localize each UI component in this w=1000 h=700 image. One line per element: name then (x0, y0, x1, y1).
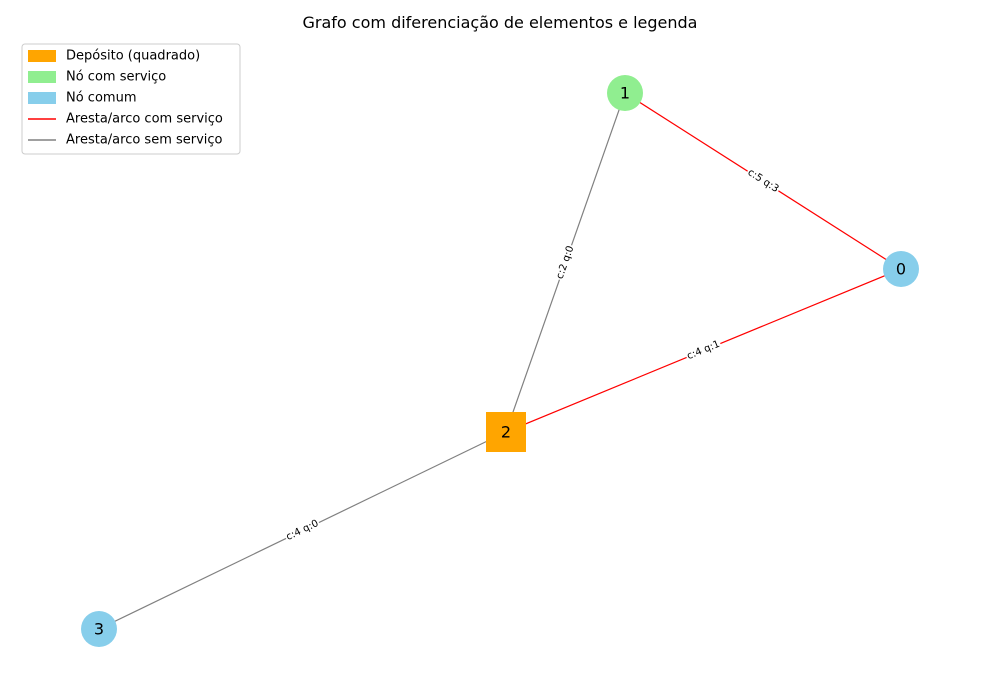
node-circle-marker (883, 251, 919, 287)
edge-label-2-0: c:4 q:1 (684, 338, 723, 363)
legend-patch-swatch (28, 71, 56, 83)
legend-label: Nó comum (66, 91, 136, 106)
node-0: 0 (883, 251, 919, 287)
legend-item: Nó com serviço (28, 70, 166, 85)
legend-item: Depósito (quadrado) (28, 49, 200, 64)
legend-frame (21, 43, 241, 155)
node-label: 2 (501, 423, 511, 442)
edge-label-text: c:4 q:0 (285, 518, 321, 543)
legend-label: Depósito (quadrado) (66, 49, 200, 64)
legend-item: Aresta/arco com serviço (28, 112, 223, 127)
legend: Depósito (quadrado) Nó com serviço Nó comu… (21, 43, 241, 155)
edge-label-3-2: c:4 q:0 (283, 517, 322, 544)
edge-labels-layer: c:5 q:3 c:2 q:0 c:4 q:1 c:4 q:0 (283, 166, 782, 544)
graph-title: Grafo com diferenciação de elementos e l… (303, 13, 698, 32)
node-2: 2 (486, 412, 526, 452)
edge-label-background (554, 243, 577, 282)
edge-label-text: c:5 q:3 (745, 167, 780, 195)
node-1: 1 (607, 75, 643, 111)
edges-layer (98, 92, 902, 630)
legend-label: Aresta/arco sem serviço (66, 133, 223, 148)
nodes-layer: 0 1 2 3 (81, 75, 919, 647)
node-label: 0 (896, 260, 906, 279)
node-label: 1 (620, 84, 630, 103)
legend-label: Nó com serviço (66, 70, 166, 85)
node-3: 3 (81, 611, 117, 647)
deposit-square-marker (486, 412, 526, 452)
edge-label-background (283, 517, 322, 544)
node-circle-marker (607, 75, 643, 111)
edge-label-1-0: c:5 q:3 (744, 166, 782, 196)
edge-label-2-1: c:2 q:0 (554, 243, 577, 282)
edge-label-background (684, 338, 723, 363)
edge-label-text: c:4 q:1 (685, 339, 721, 362)
edge-label-background (744, 166, 782, 196)
legend-item: Aresta/arco sem serviço (28, 133, 223, 148)
legend-items: Depósito (quadrado) Nó com serviço Nó comu… (28, 49, 223, 148)
legend-item: Nó comum (28, 91, 136, 106)
legend-patch-swatch (28, 92, 56, 104)
edge-label-text: c:2 q:0 (555, 244, 577, 280)
legend-label: Aresta/arco com serviço (66, 112, 223, 127)
node-label: 3 (94, 620, 104, 639)
node-circle-marker (81, 611, 117, 647)
legend-patch-swatch (28, 50, 56, 62)
